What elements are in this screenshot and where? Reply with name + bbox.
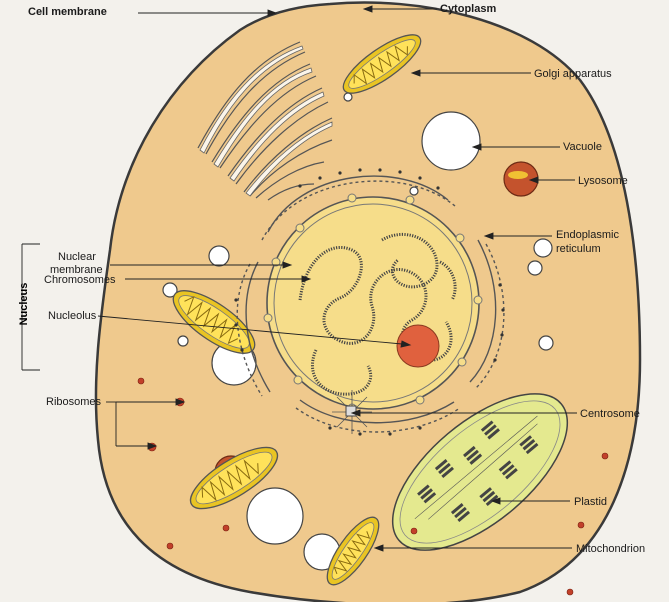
mitochondrion-left [172,290,256,354]
label-mitochondrion: Mitochondrion [576,543,646,555]
vacuole-small-top-2 [409,186,419,196]
vacuole-left-1 [208,245,230,267]
vacuole-right-3 [538,335,554,351]
label-nuclear-membrane-1: Nuclear [58,251,96,263]
vacuole-large [421,111,481,171]
mitochondrion-bottom-left [189,446,279,510]
mitochondrion-bottom [326,516,380,586]
vacuole-right-1 [533,238,553,258]
leader-lines [21,5,577,552]
lysosome [503,161,539,197]
golgi-fill [199,45,333,197]
nucleolus [396,324,440,368]
chromosomes [298,232,457,396]
label-endoplasmic-reticulum-2: reticulum [556,243,601,255]
mitochondrion-top [342,34,422,94]
plastid [391,393,569,551]
vacuole-left-2 [162,282,178,298]
golgi-apparatus [197,41,333,201]
label-centrosome: Centrosome [580,408,640,420]
vacuole-right-2 [527,260,543,276]
label-nucleus: Nucleus [18,282,30,326]
label-chromosomes: Chromosomes [44,274,116,286]
label-endoplasmic-reticulum-1: Endoplasmic [556,229,619,241]
label-cell-membrane: Cell membrane [28,6,107,18]
label-ribosomes: Ribosomes [46,396,102,408]
label-golgi-apparatus: Golgi apparatus [534,68,612,80]
vacuole-left-4 [177,335,189,347]
vacuole-small-top [343,92,353,102]
label-vacuole: Vacuole [563,141,602,153]
rough-er-dots [234,168,505,436]
label-plastid: Plastid [574,496,608,508]
vacuole-bottom [246,487,304,545]
label-nuclear-membrane-2: membrane [50,264,103,276]
label-cytoplasm: Cytoplasm [440,3,497,15]
label-lysosome: Lysosome [578,175,628,187]
centrosome [332,390,372,434]
endoplasmic-reticulum [236,175,505,433]
label-nucleolus: Nucleolus [48,310,97,322]
